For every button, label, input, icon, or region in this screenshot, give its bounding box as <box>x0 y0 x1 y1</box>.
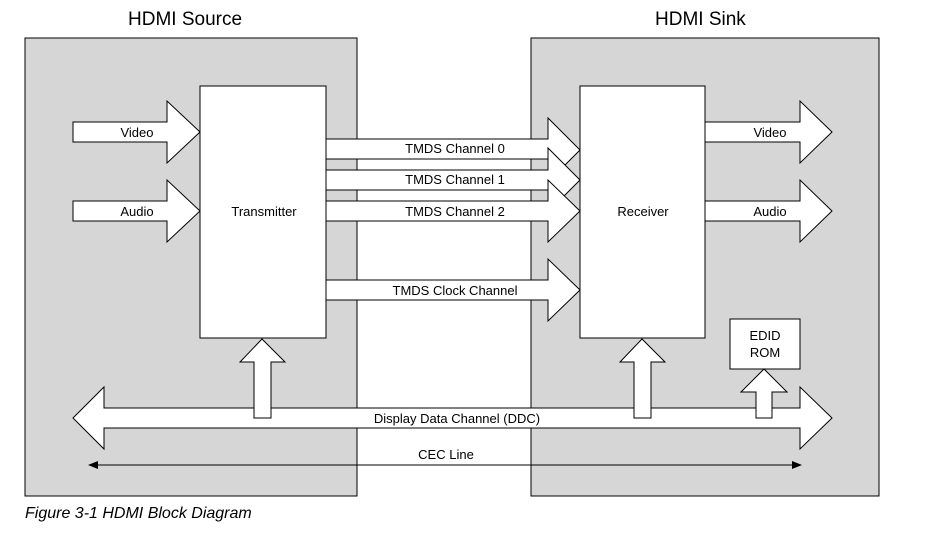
sink-title: HDMI Sink <box>655 9 746 30</box>
audio-output-arrow <box>704 178 833 244</box>
transmitter-ddc-arrow <box>238 338 287 419</box>
tmds-channel-2-label: TMDS Channel 2 <box>405 204 505 219</box>
rom-label: ROM <box>750 345 780 360</box>
video-input-label: Video <box>120 125 153 140</box>
video-output-label: Video <box>753 125 786 140</box>
video-input-arrow <box>72 99 201 165</box>
transmitter-label: Transmitter <box>231 204 297 219</box>
cec-left-arrowhead <box>88 461 98 469</box>
tmds-channel-1-label: TMDS Channel 1 <box>405 172 505 187</box>
transmitter-block <box>199 85 327 339</box>
tmds-channel-0-label: TMDS Channel 0 <box>405 141 505 156</box>
figure-caption: Figure 3-1 HDMI Block Diagram <box>25 505 252 522</box>
ddc-label: Display Data Channel (DDC) <box>374 411 540 426</box>
cec-right-arrowhead <box>792 461 802 469</box>
receiver-block <box>579 85 706 339</box>
audio-input-label: Audio <box>120 204 153 219</box>
tmds-clock-channel-label: TMDS Clock Channel <box>393 283 518 298</box>
source-title: HDMI Source <box>128 9 243 30</box>
tmds-clock-channel-arrow <box>325 257 581 323</box>
edid-ddc-arrow <box>739 368 789 419</box>
receiver-label: Receiver <box>617 204 669 219</box>
audio-output-label: Audio <box>753 204 786 219</box>
tmds-channel-2-arrow <box>325 178 581 244</box>
edid-rom-block <box>729 318 801 370</box>
ddc-arrow <box>72 385 833 451</box>
audio-input-arrow <box>72 178 201 244</box>
cec-label: CEC Line <box>418 447 474 462</box>
edid-label: EDID <box>749 328 780 343</box>
video-output-arrow <box>704 99 833 165</box>
receiver-ddc-arrow <box>618 338 667 419</box>
